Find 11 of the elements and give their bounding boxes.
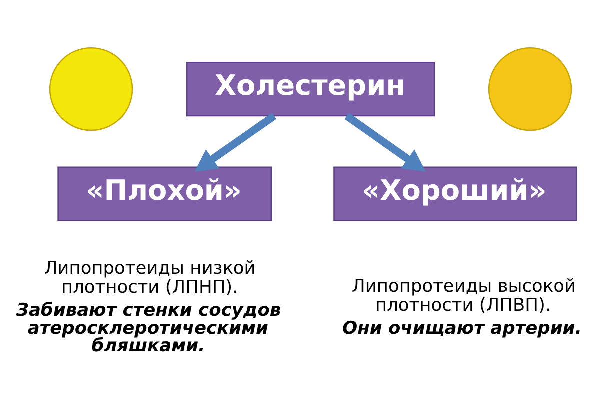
node-label: Липопротеиды высокой плотности (ЛПВП).: [352, 276, 576, 316]
node-circle: [488, 47, 572, 132]
node-box: «Плохой»: [58, 166, 272, 222]
node-label: Они очищают артерии.: [342, 318, 582, 339]
arrow: [344, 112, 426, 172]
node-box: «Хороший»: [334, 166, 578, 222]
node-box: Холестерин: [186, 62, 436, 117]
node-label: Липопротеиды низкой плотности (ЛПНП).: [44, 259, 256, 298]
arrow: [194, 112, 277, 172]
node-label: Забивают стенки сосудов атеросклеротическими бляшками.: [16, 301, 282, 357]
node-circle: [49, 47, 134, 132]
